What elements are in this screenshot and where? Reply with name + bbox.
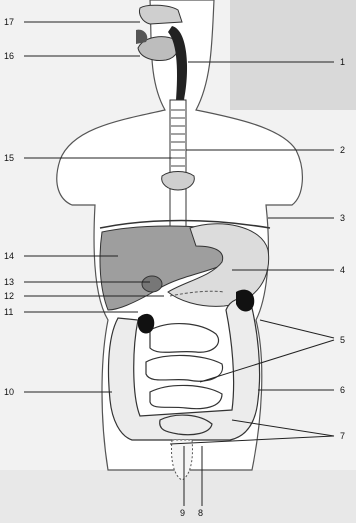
- esophagus: [170, 100, 186, 228]
- label-14: 14: [4, 251, 14, 261]
- label-3: 3: [340, 213, 345, 223]
- label-5: 5: [340, 335, 345, 345]
- label-12: 12: [4, 291, 14, 301]
- gallbladder: [142, 276, 162, 292]
- upper-right-shade: [230, 0, 356, 110]
- right-kidney: [138, 314, 154, 334]
- bottom-shade: [0, 470, 356, 523]
- label-11: 11: [4, 307, 13, 317]
- label-15: 15: [4, 153, 14, 163]
- label-16: 16: [4, 51, 14, 61]
- label-13: 13: [4, 277, 14, 287]
- label-10: 10: [4, 387, 14, 397]
- label-1: 1: [340, 57, 345, 67]
- label-17: 17: [4, 17, 14, 27]
- label-7: 7: [340, 431, 345, 441]
- label-6: 6: [340, 385, 345, 395]
- thyroid-knot: [162, 172, 195, 191]
- label-4: 4: [340, 265, 345, 275]
- label-2: 2: [340, 145, 345, 155]
- label-9: 9: [180, 508, 185, 518]
- label-8: 8: [198, 508, 203, 518]
